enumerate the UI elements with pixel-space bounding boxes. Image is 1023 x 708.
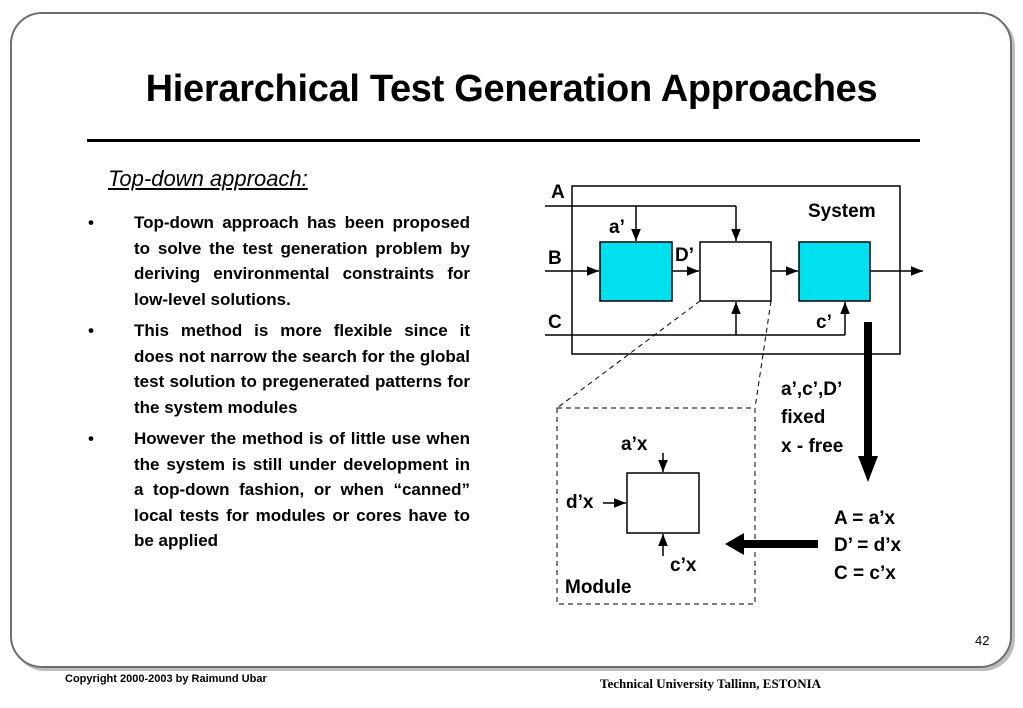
module-cx-label: c’x [670, 555, 697, 576]
left-arrow-shaft [742, 540, 818, 548]
input-c-label: C [548, 312, 562, 333]
signal-c-prime: c’ [816, 312, 832, 333]
bullet-list: • Top-down approach has been proposed to… [88, 210, 470, 560]
footer-copyright: Copyright 2000-2003 by Raimund Ubar [65, 673, 267, 685]
slide-frame [10, 12, 1012, 668]
zoom-line-right [754, 300, 772, 409]
system-label: System [808, 201, 876, 222]
bullet-text: This method is more flexible since it do… [134, 321, 470, 417]
equation-2: D’ = d’x [834, 535, 901, 556]
module-left-cyan [599, 241, 673, 302]
module-dx-label: d’x [566, 492, 594, 513]
module-center-white [699, 241, 772, 302]
module-detail-block [626, 472, 700, 534]
bullet-text: Top-down approach has been proposed to s… [134, 213, 470, 309]
module-right-cyan [798, 241, 871, 302]
equation-3: C = c’x [834, 563, 896, 584]
zoom-line-left [556, 300, 701, 409]
bullet-item: • This method is more flexible since it … [88, 318, 470, 420]
slide-title: Hierarchical Test Generation Approaches [145, 68, 878, 110]
bullet-dot: • [88, 213, 94, 232]
constraint-line-1: a’,c’,D’ [781, 379, 842, 400]
constraint-line-3: x - free [781, 436, 843, 457]
system-box [571, 185, 901, 355]
input-b-label: B [548, 248, 562, 269]
left-arrow-head [725, 533, 744, 555]
subtitle: Top-down approach: [108, 166, 308, 191]
input-a-label: A [551, 182, 565, 203]
down-arrow-head [858, 456, 878, 482]
constraint-line-2: fixed [781, 407, 825, 428]
title-underline [87, 139, 920, 142]
down-arrow-shaft [864, 322, 872, 458]
footer-institution: Technical University Tallinn, ESTONIA [600, 676, 822, 691]
module-ax-label: a’x [621, 434, 648, 455]
signal-d-prime: D’ [675, 245, 694, 266]
bullet-item: • However the method is of little use wh… [88, 426, 470, 554]
module-label: Module [565, 577, 632, 598]
page-number: 42 [975, 633, 990, 648]
bullet-dot: • [88, 321, 94, 340]
module-detail-box [556, 407, 756, 605]
bullet-text: However the method is of little use when… [134, 429, 470, 550]
signal-a-prime: a’ [609, 217, 625, 238]
equation-1: A = a’x [834, 508, 896, 529]
bullet-item: • Top-down approach has been proposed to… [88, 210, 470, 312]
bullet-dot: • [88, 429, 94, 448]
